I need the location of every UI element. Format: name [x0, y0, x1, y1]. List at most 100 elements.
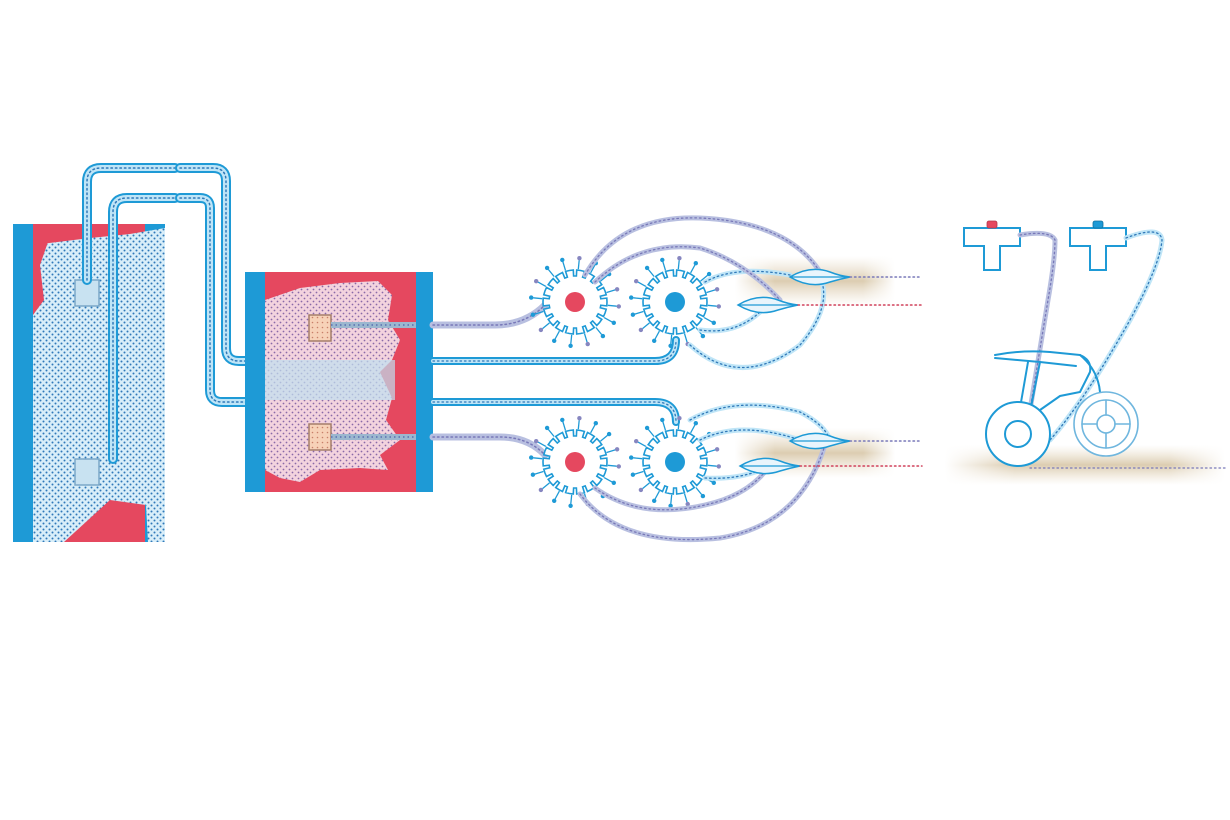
receptor-tip: [630, 312, 636, 317]
medium-sensor-bottom: [308, 423, 332, 451]
receptor-spike: [547, 269, 555, 277]
receptor-spike: [583, 333, 588, 343]
receptor-spike: [703, 317, 713, 323]
receptor-tip: [693, 261, 698, 266]
receptor-tip: [668, 343, 673, 348]
large-tank-left-wall: [13, 224, 33, 542]
receptor-spike: [695, 487, 703, 495]
medium-tank-left-wall: [245, 272, 265, 492]
receptor-spike: [603, 477, 613, 483]
receptor-spike: [562, 261, 567, 271]
receptor-spike: [547, 429, 555, 437]
sensor-box-bottom: [74, 458, 100, 486]
receptor-spike: [662, 261, 667, 271]
seed-pods: [736, 268, 923, 475]
receptor-tip: [538, 327, 544, 333]
receptor-tip: [711, 320, 716, 325]
receptor-spike: [634, 310, 644, 315]
receptor-tip: [552, 498, 557, 503]
receptor-spike: [706, 289, 716, 294]
receptor-spike: [542, 482, 550, 490]
receptor-spike: [706, 449, 716, 454]
receptor-spike: [683, 493, 688, 503]
receptor-tip: [552, 338, 557, 343]
receptor-spike: [577, 260, 580, 270]
medium-sensor-top: [308, 314, 332, 342]
receptor-tip: [677, 256, 682, 261]
large-tank-fluid: [33, 228, 165, 542]
receptor-tip: [644, 425, 650, 431]
receptor-spike: [537, 281, 547, 287]
receptor-tip: [634, 279, 639, 284]
wheeled-cart-icon: [985, 350, 1139, 467]
receptor-spike: [707, 464, 717, 467]
receptor-spike: [647, 429, 655, 437]
receptor-tip: [644, 265, 650, 271]
receptor-tip: [638, 487, 644, 493]
receptor-tip: [638, 327, 644, 333]
receptor-spike: [670, 494, 673, 504]
receptor-tip: [560, 417, 565, 423]
receptor-spike: [606, 289, 616, 294]
receptor-spike: [590, 424, 596, 434]
receptor-tip: [529, 295, 534, 300]
receptor-spike: [554, 490, 560, 500]
red-cell-top: [529, 256, 621, 348]
receptor-spike: [534, 470, 544, 475]
blue-cell-top: [629, 256, 721, 348]
output-lines: [429, 301, 680, 459]
receptor-spike: [607, 464, 617, 467]
cell-nucleus: [665, 292, 685, 312]
receptor-spike: [654, 490, 660, 500]
receptor-tip: [714, 447, 720, 452]
receptor-tip: [577, 256, 582, 261]
cells-group: [529, 256, 721, 508]
receptor-tip: [593, 421, 598, 426]
receptor-spike: [637, 281, 647, 287]
receptor-tip: [634, 439, 639, 444]
cell-nucleus: [565, 292, 585, 312]
receptor-tip: [716, 304, 721, 309]
receptor-tip: [652, 498, 657, 503]
receptor-spike: [654, 330, 660, 340]
blue-cell-bottom: [629, 416, 721, 508]
receptor-tip: [668, 503, 673, 508]
cell-nucleus: [665, 452, 685, 472]
large-tank-exposed-wall: [33, 242, 48, 315]
receptor-spike: [600, 434, 608, 442]
receptor-spike: [637, 441, 647, 447]
receptor-spike: [690, 424, 696, 434]
receptor-spike: [633, 297, 643, 300]
receptor-tip: [534, 279, 539, 284]
receptor-tip: [616, 304, 621, 309]
receptor-spike: [570, 334, 573, 344]
receptor-tip: [611, 320, 616, 325]
receptor-tip: [530, 472, 536, 477]
medium-tank: [245, 272, 433, 492]
red-cell-bottom: [529, 416, 621, 508]
receptor-tip: [529, 455, 534, 460]
connecting-tubes: [82, 163, 255, 464]
receptor-spike: [606, 449, 616, 454]
receptor-tip: [614, 447, 620, 452]
receptor-tip: [700, 333, 706, 339]
receptor-tip: [544, 265, 550, 271]
receptor-tip: [714, 287, 720, 292]
receptor-tip: [606, 431, 612, 437]
receptor-spike: [577, 420, 580, 430]
receptor-spike: [707, 304, 717, 307]
receptor-tip: [711, 480, 716, 485]
receptor-tip: [700, 493, 706, 499]
receptor-tip: [652, 338, 657, 343]
receptor-spike: [670, 334, 673, 344]
receptor-tip: [706, 271, 712, 277]
receptor-tip: [629, 455, 634, 460]
medium-tank-blue-band: [265, 360, 395, 400]
receptor-spike: [642, 482, 650, 490]
t-shaped-dispenser-icon: [1069, 220, 1127, 271]
receptor-tip: [693, 421, 698, 426]
receptor-spike: [533, 297, 543, 300]
receptor-tip: [660, 417, 665, 423]
